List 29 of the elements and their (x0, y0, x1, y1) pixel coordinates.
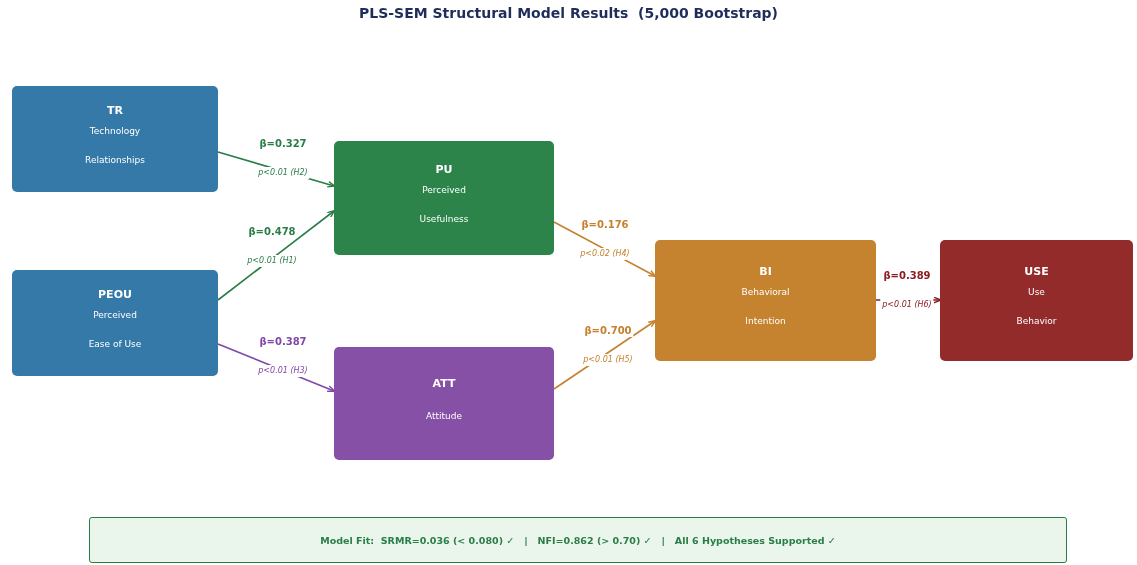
construct-box (655, 240, 876, 361)
edge-label: β=0.478 p<0.01 (H1) (245, 225, 299, 267)
summary-text: Model Fit: SRMR=0.036 (< 0.080) ✓ | NFI=0.862 (> 0.70) ✓ | All 6 Hypotheses Supported ✓ (320, 534, 836, 546)
construct-description: Perceived Ease of Use (87, 308, 143, 351)
construct-box (334, 141, 554, 255)
construct-name: TR (107, 103, 123, 117)
diagram-title: PLS-SEM Structural Model Results (5,000 Bootstrap) (358, 5, 779, 21)
construct-name: USE (1024, 265, 1049, 278)
construct-description: Behavioral Intention (740, 286, 791, 328)
construct-box (12, 86, 218, 192)
construct-name: ATT (432, 376, 456, 390)
construct-box (940, 240, 1133, 361)
construct-description: Perceived Usefulness (418, 183, 470, 226)
construct-name: PU (435, 162, 453, 176)
summary-box (89, 517, 1067, 563)
arrow (553, 319, 657, 390)
construct-name: BI (759, 265, 772, 278)
construct-name: PEOU (98, 287, 132, 301)
edge-label: β=0.700 p<0.01 (H5) (581, 324, 635, 366)
construct-description: Technology Relationships (84, 124, 146, 167)
arrow (217, 209, 336, 301)
edge-label: β=0.327 p<0.01 (H2) (256, 137, 310, 179)
edge-label: β=0.389 p<0.01 (H6) (880, 269, 934, 311)
construct-description: Attitude (425, 409, 462, 423)
construct-box (12, 270, 218, 376)
construct-box (334, 347, 554, 460)
edge-label: β=0.176 p<0.02 (H4) (578, 218, 632, 260)
edge-label: β=0.387 p<0.01 (H3) (256, 335, 310, 377)
construct-description: Use Behavior (1015, 286, 1058, 328)
